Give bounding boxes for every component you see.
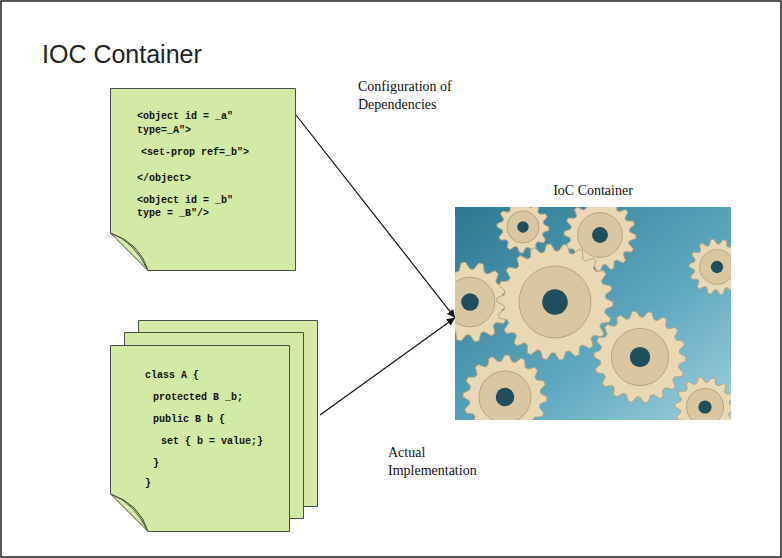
code-line: <object id = _a" [137, 110, 249, 123]
gear-hub [507, 211, 539, 243]
illustration-box: IoC Container [455, 207, 731, 420]
code-note: class A { protected B _b;public B b { set … [110, 320, 320, 532]
code-line: protected B _b; [145, 391, 263, 404]
gear-hole [542, 289, 568, 315]
diagram-title: IOC Container [42, 40, 202, 69]
gear-hole [496, 388, 514, 406]
code-line: type = _B"/> [137, 207, 249, 220]
gear-hole [711, 261, 723, 273]
code-line: public B b { [145, 413, 263, 426]
note-fold [111, 494, 149, 532]
gear-shape [675, 377, 731, 420]
arrow-connector [320, 318, 455, 415]
note-sheet [111, 346, 290, 532]
gear-shape [497, 244, 613, 360]
code-line: </object> [137, 172, 249, 185]
code-block: class A { protected B _b;public B b { set … [145, 369, 263, 490]
code-line: } [145, 457, 263, 470]
gear-shape [594, 311, 686, 403]
image-heading: IoC Container [455, 183, 731, 199]
code-line: set { b = value;} [145, 435, 263, 448]
code-block: <object id = _a"type=_A"> <set-prop ref=_… [137, 110, 249, 220]
note-shape [110, 320, 320, 532]
gears-illustration [455, 207, 731, 420]
code-line: class A { [145, 369, 263, 382]
note-body [111, 346, 290, 532]
gear-hole [698, 400, 711, 413]
gear-hole [461, 293, 479, 311]
gear-hole [630, 347, 650, 367]
gear-hub [686, 388, 723, 420]
note-body [111, 89, 296, 271]
gear-shape [689, 239, 731, 295]
code-line: <object id = _b" [137, 194, 249, 207]
code-line: type=_A"> [137, 124, 249, 137]
gear-shape [463, 355, 547, 420]
code-line: } [145, 477, 263, 490]
gear-hub [700, 250, 731, 285]
gear-shape [497, 207, 549, 253]
code-line: <set-prop ref=_b"> [137, 146, 249, 159]
gear-hub [519, 266, 591, 338]
gear-hub [611, 328, 668, 385]
edge-label: Actual Implementation [388, 444, 488, 480]
gear-hole [592, 227, 608, 243]
gear-hub [578, 213, 623, 258]
note-fold [111, 233, 149, 271]
gear-hub [455, 277, 495, 327]
gear-hole [517, 221, 528, 232]
gear-hub [479, 371, 531, 420]
edge-label: Configuration of Dependencies [358, 78, 473, 114]
note-sheet [111, 89, 296, 271]
code-note: <object id = _a"type=_A"> <set-prop ref=_… [110, 88, 296, 271]
arrow-connector [296, 115, 455, 318]
